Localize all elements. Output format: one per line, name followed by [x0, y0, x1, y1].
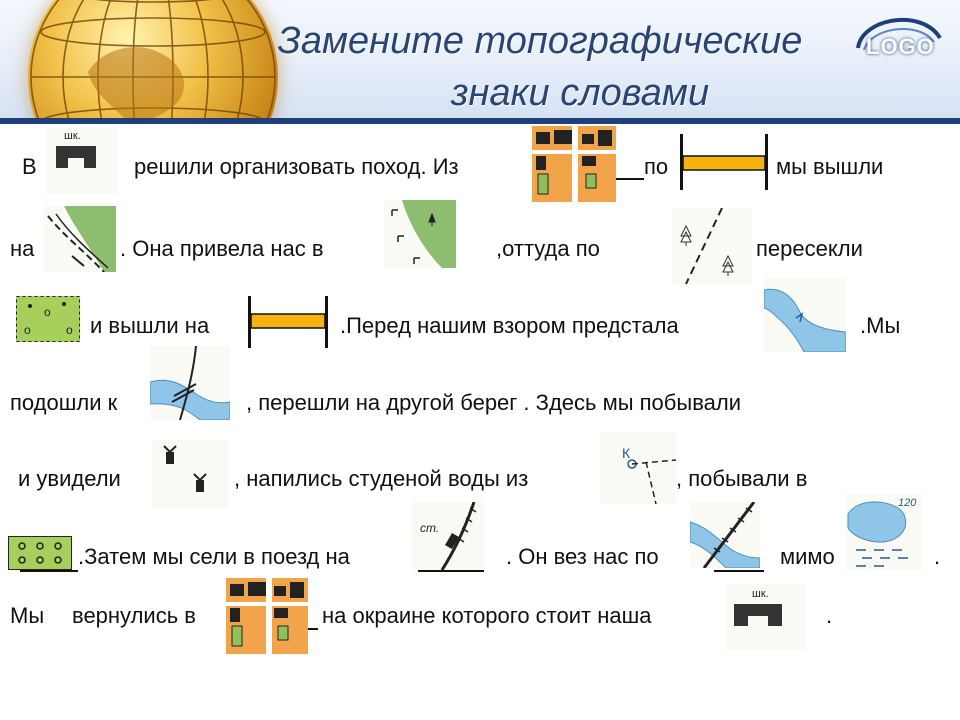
text-l2b: . Она привела нас в	[120, 236, 324, 261]
windmill-symbol	[152, 440, 228, 508]
lake-height-label: 120	[898, 497, 917, 509]
text-l5c: , побывали в	[676, 466, 808, 491]
text-l2c: ,оттуда по	[496, 236, 600, 261]
text-l4a: подошли к	[10, 390, 118, 415]
railway-bridge-symbol	[690, 502, 760, 568]
text-l7a: Мы	[10, 603, 45, 628]
logo-swoosh-icon	[856, 17, 942, 51]
school-symbol: шк.	[46, 126, 118, 194]
forest-path-symbol	[44, 206, 116, 272]
text-l2d: пересекли	[756, 236, 863, 261]
svg-text:o: o	[44, 305, 51, 319]
forest-symbol	[384, 200, 456, 268]
clearing-symbol	[672, 208, 752, 284]
svg-text:o: o	[24, 323, 31, 337]
well-label: К	[622, 445, 631, 461]
station-label: ст.	[420, 521, 439, 535]
school-label: шк.	[64, 130, 81, 142]
school-label: шк.	[752, 588, 769, 600]
text-l2a: на	[10, 236, 35, 261]
text-l7d: .	[826, 603, 833, 628]
text-l1d: мы вышли	[776, 154, 884, 179]
highway-symbol	[680, 134, 768, 190]
text-l6a: .Затем мы сели в поезд на	[78, 544, 350, 569]
text-l3b: .Перед нашим взором предстала	[340, 313, 679, 338]
text-l1c: по	[644, 154, 669, 179]
text-l5b: , напились студеной воды из	[234, 466, 529, 491]
text-l3a: и вышли на	[90, 313, 210, 338]
text-l5a: и увидели	[18, 466, 121, 491]
text-l7b: вернулись в	[72, 603, 196, 628]
text-l6b: . Он вез нас по	[506, 544, 659, 569]
blank-line	[714, 570, 764, 572]
text-l6c: мимо	[780, 544, 835, 569]
text-l6d: .	[934, 544, 941, 569]
lake-symbol: 120	[846, 494, 922, 570]
header-divider	[0, 118, 960, 124]
globe-image	[28, 0, 278, 124]
blank-line	[418, 570, 484, 572]
blank-line	[20, 570, 78, 572]
slide-title-line1: Замените топографические	[277, 20, 803, 62]
meadow-symbol: o o o	[16, 296, 80, 342]
svg-text:o: o	[66, 323, 73, 337]
text-l7c: на окраине которого стоит наша	[322, 603, 652, 628]
highway-symbol	[248, 296, 328, 348]
blank-line	[616, 178, 644, 180]
text-l4b: , перешли на другой берег . Здесь мы поб…	[246, 390, 741, 415]
well-symbol: К	[600, 432, 676, 504]
village-symbol	[226, 578, 308, 654]
school-symbol: шк.	[726, 584, 806, 650]
station-symbol: ст.	[412, 502, 484, 570]
logo-text: LOGO	[866, 34, 935, 59]
orchard-symbol	[8, 536, 72, 570]
blank-line	[308, 628, 318, 630]
text-l1b: решили организовать поход. Из	[134, 154, 459, 179]
village-symbol	[532, 126, 616, 202]
river-symbol	[764, 278, 846, 352]
text-l3c: .Мы	[860, 313, 901, 338]
bridge-symbol	[150, 346, 230, 420]
text-l1a: В	[22, 154, 37, 179]
slide-header: Замените топографические знаки словами L…	[0, 0, 960, 124]
slide-title-line2: знаки словами	[450, 72, 710, 114]
